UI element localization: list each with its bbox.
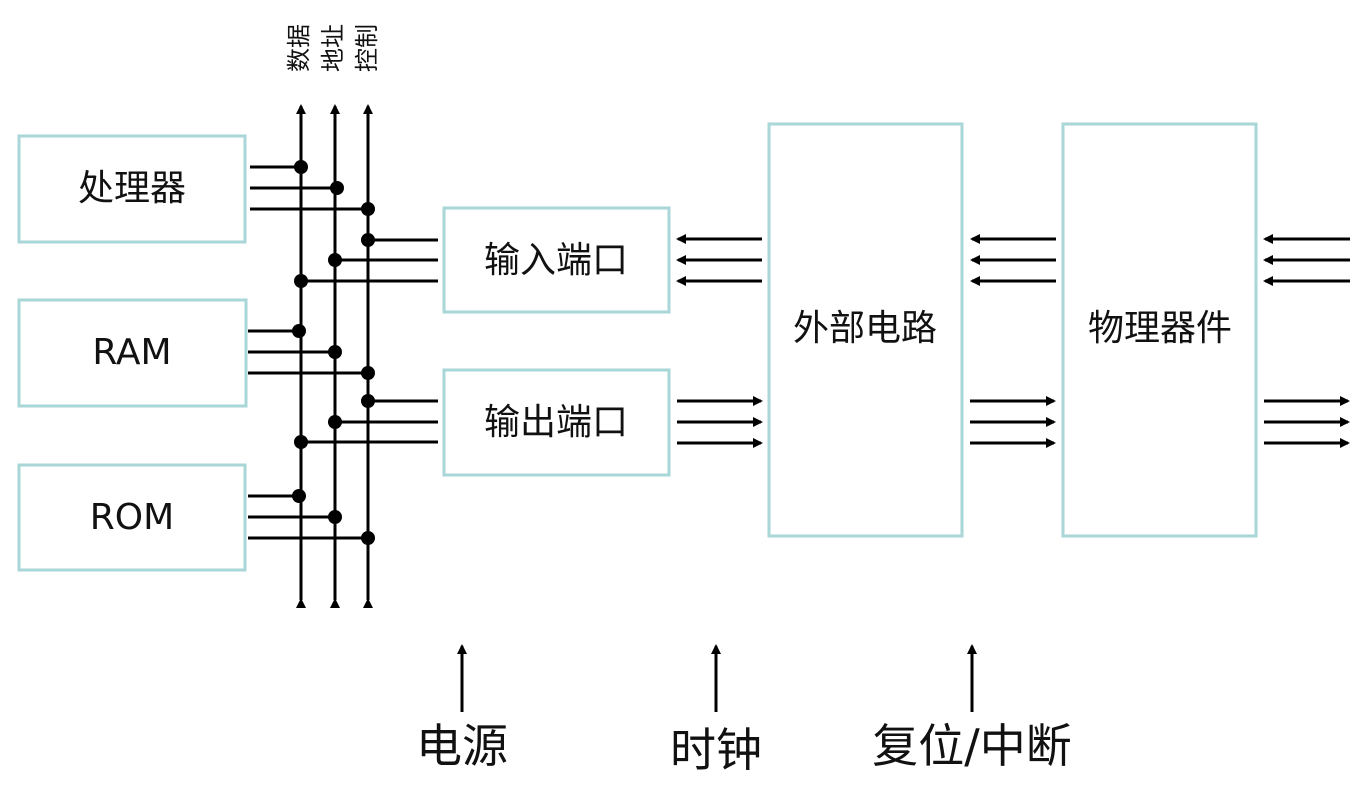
bottom-input-arrows — [457, 644, 977, 712]
bus-label-address: 地址 — [319, 24, 347, 72]
junction-dot — [361, 366, 375, 380]
external-circuit-label: 外部电路 — [793, 308, 937, 349]
rom-label: ROM — [90, 497, 174, 538]
power-label: 电源 — [416, 719, 508, 773]
input-signal-arrows — [676, 234, 1350, 286]
junction-dot — [294, 160, 308, 174]
processor-label: 处理器 — [78, 168, 186, 209]
input-port-label: 输入端口 — [484, 240, 628, 281]
junction-dot — [361, 202, 375, 216]
junction-dot — [330, 181, 344, 195]
junction-dot — [292, 324, 306, 338]
reset-interrupt-label: 复位/中断 — [872, 719, 1072, 773]
output-port-bus-connections — [294, 394, 438, 449]
physical-device-label: 物理器件 — [1088, 308, 1232, 349]
junction-dot — [361, 233, 375, 247]
physical-device-block: 物理器件 — [1061, 122, 1258, 538]
rom-bus-connections — [248, 489, 375, 545]
clock-label: 时钟 — [670, 723, 762, 777]
junction-dot — [294, 435, 308, 449]
processor-block: 处理器 — [17, 134, 247, 244]
external-circuit-block: 外部电路 — [767, 122, 964, 538]
output-port-label: 输出端口 — [484, 402, 628, 443]
ram-label: RAM — [92, 332, 171, 373]
junction-dot — [328, 345, 342, 359]
junction-dot — [294, 274, 308, 288]
input-port-block: 输入端口 — [442, 206, 671, 314]
rom-block: ROM — [17, 463, 247, 572]
bus-label-data: 数据 — [285, 24, 313, 72]
input-port-bus-connections — [294, 233, 438, 288]
junction-dot — [292, 489, 306, 503]
bus-label-control: 控制 — [353, 24, 381, 72]
processor-bus-connections — [250, 160, 375, 216]
output-port-block: 输出端口 — [442, 368, 671, 477]
junction-dot — [361, 394, 375, 408]
output-signal-arrows — [677, 396, 1350, 448]
junction-dot — [328, 253, 342, 267]
junction-dot — [328, 415, 342, 429]
ram-bus-connections — [248, 324, 375, 380]
junction-dot — [328, 510, 342, 524]
ram-block: RAM — [17, 298, 248, 408]
junction-dot — [361, 531, 375, 545]
